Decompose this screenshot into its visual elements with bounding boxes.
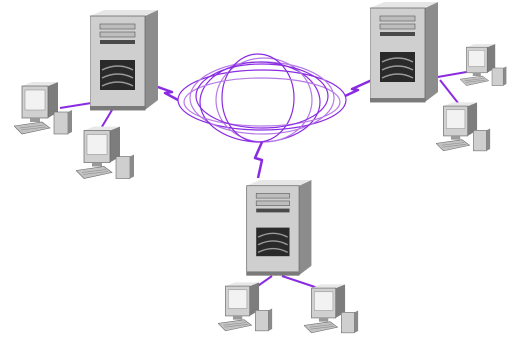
server-right xyxy=(370,2,439,103)
link-cloud-server-right xyxy=(344,78,373,98)
ws-right-1 xyxy=(460,43,507,87)
ws-right-2 xyxy=(436,101,491,152)
server-bottom xyxy=(245,180,313,276)
server-left xyxy=(90,10,159,111)
link-cloud-server-bottom xyxy=(253,141,264,179)
wan-links xyxy=(154,78,373,179)
ws-bottom-2 xyxy=(304,283,359,334)
link-cloud-server-left xyxy=(154,84,179,102)
wan-cloud-icon xyxy=(177,53,347,143)
ws-bottom-1 xyxy=(218,281,273,332)
ws-left-2 xyxy=(76,125,135,180)
